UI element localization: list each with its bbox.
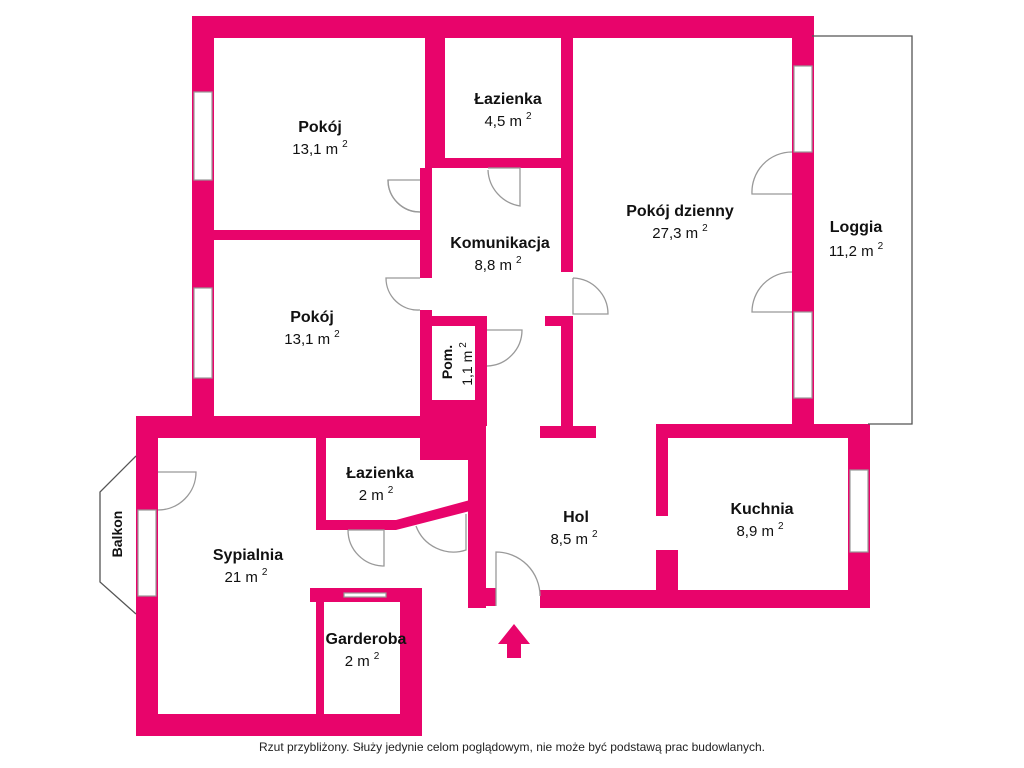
door-garderoba <box>343 592 387 598</box>
window-living-bottom <box>793 311 813 399</box>
room-name-hol: Hol <box>563 509 589 526</box>
door-entrance <box>495 551 541 606</box>
door-loggia-bottom <box>751 271 793 313</box>
windows <box>137 65 869 597</box>
door-loggia-top <box>751 151 793 195</box>
room-name-pokoj-dzienny: Pokój dzienny <box>626 203 734 220</box>
room-name-pokoj-a: Pokój <box>298 119 342 136</box>
window-pokoj-b <box>193 287 213 379</box>
balkon-outline <box>99 455 137 615</box>
room-name-pokoj-b: Pokój <box>290 309 334 326</box>
room-name-pom: Pom. <box>439 345 455 379</box>
door-balkon <box>157 471 197 511</box>
room-area-pom: 1,1 m2 <box>458 342 475 386</box>
room-name-komunikacja: Komunikacja <box>450 235 550 252</box>
window-living-top <box>793 65 813 153</box>
doors <box>157 151 793 606</box>
door-sypialnia <box>415 514 467 553</box>
window-kuchnia <box>849 469 869 553</box>
window-sypialnia <box>137 509 157 597</box>
disclaimer-note: Rzut przybliżony. Służy jedynie celom po… <box>258 740 766 754</box>
outdoor-outlines <box>99 35 913 615</box>
room-name-sypialnia: Sypialnia <box>213 547 283 564</box>
door-lazienka-a <box>487 167 521 207</box>
door-living <box>572 277 609 315</box>
room-name-lazienka-a: Łazienka <box>474 91 542 108</box>
room-name-kuchnia: Kuchnia <box>730 501 793 518</box>
door-pokoj-b <box>385 277 421 311</box>
door-pom <box>486 329 523 367</box>
room-name-loggia: Loggia <box>830 219 883 236</box>
room-name-garderoba: Garderoba <box>326 631 407 648</box>
loggia-outline <box>812 35 913 425</box>
room-name-lazienka-b: Łazienka <box>346 465 414 482</box>
window-pokoj-a <box>193 91 213 181</box>
door-lazienka-b <box>347 529 385 567</box>
arrow-up-icon <box>498 624 530 658</box>
balkon-label: Balkon <box>109 511 125 558</box>
